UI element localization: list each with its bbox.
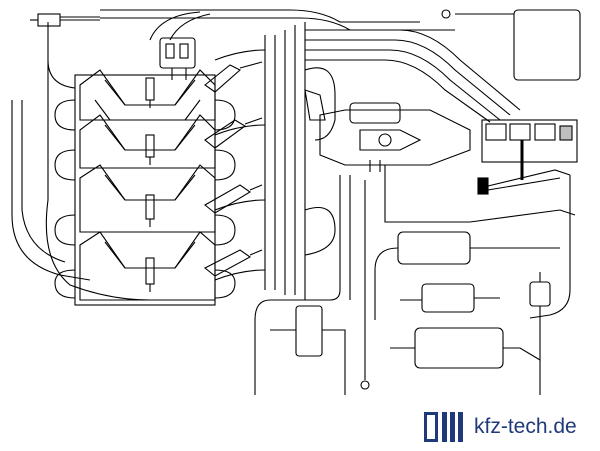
pressure-regulator [529, 272, 551, 395]
fuel-pump-relay [270, 305, 346, 395]
control-lines-right [305, 29, 521, 123]
logo-mark [424, 412, 468, 442]
engine-block [74, 74, 216, 306]
brand-name: kfz-tech.de [474, 415, 577, 438]
injector-3 [204, 184, 252, 214]
spark-plug-2 [145, 134, 155, 158]
spark-plug-4 [145, 257, 155, 285]
fuel-pump [390, 327, 541, 369]
cylinder-4 [79, 231, 216, 301]
spark-plug-3 [145, 194, 155, 220]
injector-2 [204, 119, 246, 149]
fuel-distributor [481, 119, 578, 180]
left-outer-loop-2 [21, 100, 66, 263]
injector-4 [203, 249, 252, 277]
left-outer-loop [11, 100, 91, 281]
spark-plug-1 [145, 77, 155, 101]
top-line-bundle [100, 9, 455, 41]
fuel-filter [400, 283, 500, 313]
cylinder-3 [79, 164, 216, 233]
control-unit-box [513, 9, 581, 81]
cylinder-1 [79, 69, 216, 121]
throttle-connector-top [159, 37, 196, 80]
sensor-top [441, 9, 451, 19]
brand-logo: kfz-tech.de [424, 410, 577, 444]
auxiliary-air-valve [477, 169, 571, 195]
air-duct-upper [304, 67, 336, 141]
left-fuel-loop [45, 22, 151, 301]
frame-box [384, 165, 576, 223]
fuel-accumulator [374, 231, 560, 320]
cylinder-2 [79, 114, 216, 169]
cold-start-injector [30, 13, 100, 27]
air-duct-lower [304, 206, 336, 256]
intake-runners [214, 22, 306, 300]
injectors [203, 61, 263, 277]
bottom-feed-lines [254, 175, 571, 395]
injector-1 [204, 64, 241, 93]
air-flow-meter [319, 102, 471, 172]
cooling-jackets [54, 99, 236, 299]
throttle-valve [304, 89, 326, 121]
